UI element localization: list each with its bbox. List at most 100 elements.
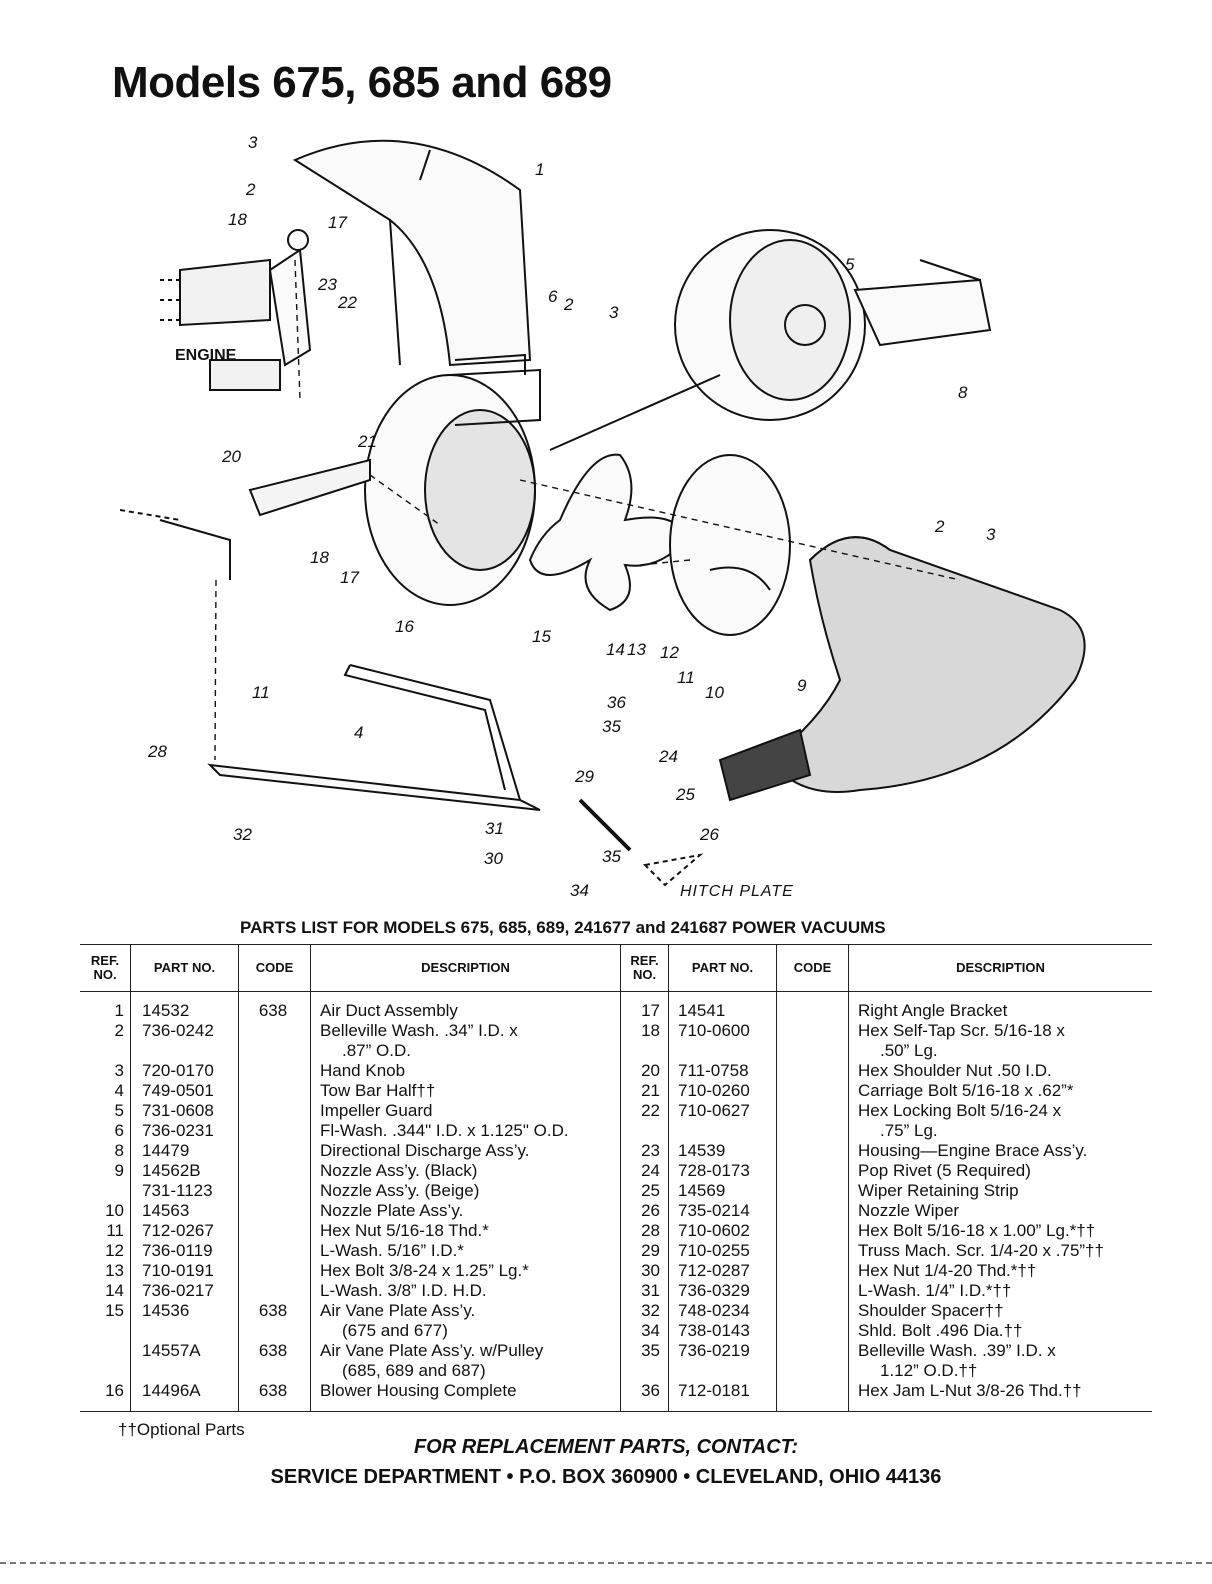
- left-ref-cell: 16: [105, 1381, 124, 1400]
- page-bottom-rule: [0, 1562, 1212, 1564]
- hitch-plate-part: [642, 853, 704, 887]
- right-part-cell: 736-0329: [678, 1281, 750, 1300]
- right-part-cell: 710-0627: [678, 1101, 750, 1120]
- left-ref-cell: 12: [105, 1241, 124, 1260]
- left-desc-cell: Nozzle Ass’y. (Black): [320, 1161, 478, 1180]
- left-desc-cell: Air Duct Assembly: [320, 1001, 458, 1020]
- left-part-cell: 14557A: [142, 1341, 201, 1360]
- service-address: SERVICE DEPARTMENT • P.O. BOX 360900 • C…: [270, 1466, 942, 1488]
- left-part-cell: 749-0501: [142, 1081, 214, 1100]
- left-ref-cell: 15: [105, 1301, 124, 1320]
- svg-text:18: 18: [310, 548, 329, 567]
- right-ref-cell: 32: [641, 1301, 660, 1320]
- engine-brace-part: [268, 229, 312, 367]
- left-ref-cell: 6: [114, 1121, 124, 1140]
- right-part-cell: 710-0600: [678, 1021, 750, 1040]
- left-ref-cell: 3: [114, 1061, 124, 1080]
- left-part-cell: 731-0608: [142, 1101, 214, 1120]
- header-code-right: CODE: [776, 945, 848, 991]
- svg-text:11: 11: [677, 668, 695, 687]
- right-desc-cell: .75” Lg.: [880, 1121, 938, 1140]
- right-part-cell: 748-0234: [678, 1301, 750, 1320]
- svg-text:18: 18: [228, 210, 247, 229]
- svg-text:2: 2: [934, 517, 945, 536]
- right-ref-cell: 18: [641, 1021, 660, 1040]
- right-ref-cell: 35: [641, 1341, 660, 1360]
- left-desc-cell: L-Wash. 5/16” I.D.*: [320, 1241, 464, 1260]
- svg-text:9: 9: [797, 676, 807, 695]
- right-ref-cell: 17: [641, 1001, 660, 1020]
- left-code-cell: 638: [258, 1301, 288, 1320]
- right-desc-cell: Hex Nut 1/4-20 Thd.*††: [858, 1261, 1037, 1280]
- right-ref-cell: 31: [641, 1281, 660, 1300]
- left-desc-cell: L-Wash. 3/8” I.D. H.D.: [320, 1281, 487, 1300]
- header-ref-no: REF. NO.: [90, 953, 120, 982]
- left-ref-cell: 8: [114, 1141, 124, 1160]
- right-ref-cell: 36: [641, 1381, 660, 1400]
- left-desc-cell: Directional Discharge Ass’y.: [320, 1141, 530, 1160]
- svg-text:15: 15: [532, 627, 551, 646]
- left-code-cell: 638: [258, 1001, 288, 1020]
- svg-text:36: 36: [607, 693, 626, 712]
- svg-text:2: 2: [245, 180, 256, 199]
- frame-bracket-part: [119, 458, 371, 580]
- engine-label: ENGINE: [175, 347, 237, 364]
- right-part-cell: 728-0173: [678, 1161, 750, 1180]
- svg-text:24: 24: [658, 747, 678, 766]
- left-desc-cell: Impeller Guard: [320, 1101, 433, 1120]
- header-description-right: DESCRIPTION: [848, 945, 1152, 991]
- left-ref-cell: 2: [114, 1021, 124, 1040]
- table-row: (685, 689 and 687)1.12” O.D.††: [80, 1361, 1152, 1381]
- right-desc-cell: Hex Locking Bolt 5/16-24 x: [858, 1101, 1062, 1120]
- right-ref-cell: 30: [641, 1261, 660, 1280]
- contact-heading: FOR REPLACEMENT PARTS, CONTACT:: [413, 1436, 799, 1458]
- left-code-cell: 638: [258, 1341, 288, 1360]
- svg-text:2: 2: [563, 295, 574, 314]
- right-part-cell: 711-0758: [678, 1061, 749, 1080]
- left-part-cell: 14536: [142, 1301, 190, 1320]
- svg-text:3: 3: [986, 525, 996, 544]
- right-desc-cell: Right Angle Bracket: [858, 1001, 1008, 1020]
- right-ref-cell: 28: [641, 1221, 660, 1240]
- right-desc-cell: Nozzle Wiper: [858, 1201, 960, 1220]
- svg-text:23: 23: [317, 275, 337, 294]
- svg-text:35: 35: [602, 847, 621, 866]
- left-desc-cell: Blower Housing Complete: [320, 1381, 517, 1400]
- left-code-cell: 638: [258, 1381, 288, 1400]
- left-ref-cell: 13: [105, 1261, 124, 1280]
- exploded-parts-diagram: 3 2 18 17 1 23 22 6 2 3 5 8 21 20 18 17 …: [119, 120, 1160, 910]
- svg-text:25: 25: [675, 785, 695, 804]
- left-ref-cell: 9: [114, 1161, 124, 1180]
- svg-text:16: 16: [395, 617, 414, 636]
- left-part-cell: 14532: [142, 1001, 190, 1020]
- svg-text:10: 10: [705, 683, 724, 702]
- table-header: REF. NO. PART NO. CODE DESCRIPTION REF. …: [80, 945, 1152, 992]
- left-part-cell: 14496A: [142, 1381, 201, 1400]
- right-part-cell: 14539: [678, 1141, 726, 1160]
- left-part-cell: 736-0231: [142, 1121, 214, 1140]
- left-desc-cell: Air Vane Plate Ass’y.: [320, 1301, 476, 1320]
- directional-discharge-part: [853, 259, 992, 347]
- right-desc-cell: .50” Lg.: [880, 1041, 938, 1060]
- nozzle-part: [768, 536, 1086, 793]
- left-desc-cell: Nozzle Plate Ass’y.: [320, 1201, 464, 1220]
- engine-illustration: [160, 258, 281, 391]
- left-ref-cell: 4: [114, 1081, 124, 1100]
- svg-text:21: 21: [357, 432, 377, 451]
- left-ref-cell: 10: [105, 1201, 124, 1220]
- left-desc-cell: Belleville Wash. .34” I.D. x: [320, 1021, 518, 1040]
- svg-text:26: 26: [699, 825, 719, 844]
- svg-text:1: 1: [535, 160, 544, 179]
- svg-text:17: 17: [328, 213, 347, 232]
